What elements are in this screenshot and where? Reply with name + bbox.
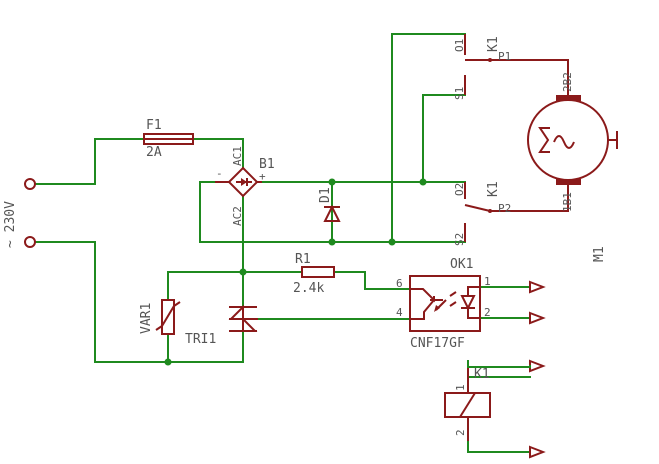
- motor-m1[interactable]: 2B2 1B1 M1: [527, 72, 618, 262]
- optocoupler-ok1[interactable]: 6 4 1 2 OK1 CNF17GF: [396, 257, 491, 351]
- varistor-body: [161, 299, 175, 335]
- bridge-plus: +: [259, 170, 266, 183]
- motor-pin-bottom: 1B1: [561, 192, 574, 212]
- wires: [35, 33, 531, 453]
- relay-coil-k1[interactable]: 1 2 K1: [444, 367, 491, 441]
- optocoupler-pin-6: 6: [396, 277, 403, 290]
- junction: [419, 178, 427, 186]
- port-arrow[interactable]: [529, 280, 546, 294]
- terminal-n[interactable]: [24, 236, 36, 248]
- bridge-diode-symbol: [241, 178, 247, 186]
- motor-brush-bottom: [556, 179, 581, 185]
- resistor-value: 2.4k: [293, 281, 324, 296]
- diode-ref: D1: [318, 187, 333, 203]
- fuse-ref: F1: [146, 118, 162, 133]
- varistor-ref: VAR1: [139, 303, 154, 334]
- junction: [239, 268, 247, 276]
- optocoupler-body: [409, 275, 481, 332]
- diode-body: [323, 204, 341, 222]
- relay-coil-pin-2: 2: [454, 429, 467, 436]
- relay-p2-pin-s: S2: [453, 233, 466, 246]
- relay-p1-ref: K1: [486, 36, 501, 52]
- relay-contact-p1[interactable]: O1 S1 K1 P1: [453, 34, 569, 100]
- relay-p2-pole: P2: [498, 202, 511, 215]
- relay-coil-pin-1: 1: [454, 384, 467, 391]
- relay-p1-pole: P1: [498, 50, 511, 63]
- port-arrow[interactable]: [529, 311, 546, 325]
- triac-lower: [242, 316, 258, 332]
- optocoupler-led: [460, 295, 476, 311]
- supply-terminals[interactable]: ~ 230V: [3, 178, 36, 248]
- relay-contact-pivot: [488, 58, 492, 62]
- terminal-l[interactable]: [24, 178, 36, 190]
- junction: [328, 238, 336, 246]
- bridge-ac1: AC1: [231, 146, 244, 166]
- relay-coil-ref: K1: [474, 367, 490, 382]
- junctions: [164, 178, 427, 366]
- motor-ref: M1: [592, 246, 607, 262]
- output-ports[interactable]: [467, 280, 546, 459]
- relay-contact-pivot: [488, 209, 492, 213]
- optocoupler-part: CNF17GF: [410, 336, 465, 351]
- relay-coil-body: [444, 392, 491, 418]
- relay-p1-pin-o: O1: [453, 39, 466, 52]
- bridge-ac2: AC2: [231, 206, 244, 226]
- resistor-ref: R1: [295, 252, 311, 267]
- optocoupler-pin-1: 1: [484, 275, 491, 288]
- port-arrow[interactable]: [529, 359, 546, 373]
- supply-label: ~ 230V: [3, 201, 18, 248]
- diode-d1[interactable]: D1: [318, 187, 341, 222]
- junction: [164, 358, 172, 366]
- optocoupler-ref: OK1: [450, 257, 473, 272]
- junction: [388, 238, 396, 246]
- fuse-f1[interactable]: F1 2A: [143, 118, 194, 160]
- optocoupler-pin-4: 4: [396, 306, 403, 319]
- triac-tri1[interactable]: TRI1: [185, 304, 258, 347]
- fuse-value: 2A: [146, 145, 162, 160]
- motor-pin-top: 2B2: [561, 72, 574, 92]
- bridge-minus: -: [216, 167, 223, 180]
- relay-p2-ref: K1: [486, 181, 501, 197]
- triac-upper: [228, 304, 244, 320]
- motor-body: [527, 99, 609, 181]
- resistor-r1[interactable]: R1 2.4k: [293, 252, 335, 296]
- relay-p2-pin-o: O2: [453, 183, 466, 196]
- bridge-body: [227, 166, 259, 198]
- bridge-b1[interactable]: B1 - + AC1 AC2: [215, 146, 275, 226]
- relay-p1-pin-s: S1: [453, 87, 466, 100]
- resistor-body: [301, 266, 335, 278]
- motor-brush-top: [556, 95, 581, 101]
- optocoupler-pin-2: 2: [484, 306, 491, 319]
- triac-ref: TRI1: [185, 332, 216, 347]
- varistor-var1[interactable]: VAR1: [139, 299, 181, 335]
- relay-contact-p2[interactable]: O2 S2 K1 P2: [453, 181, 569, 246]
- bridge-ref: B1: [259, 157, 275, 172]
- port-arrow[interactable]: [529, 445, 546, 459]
- junction: [328, 178, 336, 186]
